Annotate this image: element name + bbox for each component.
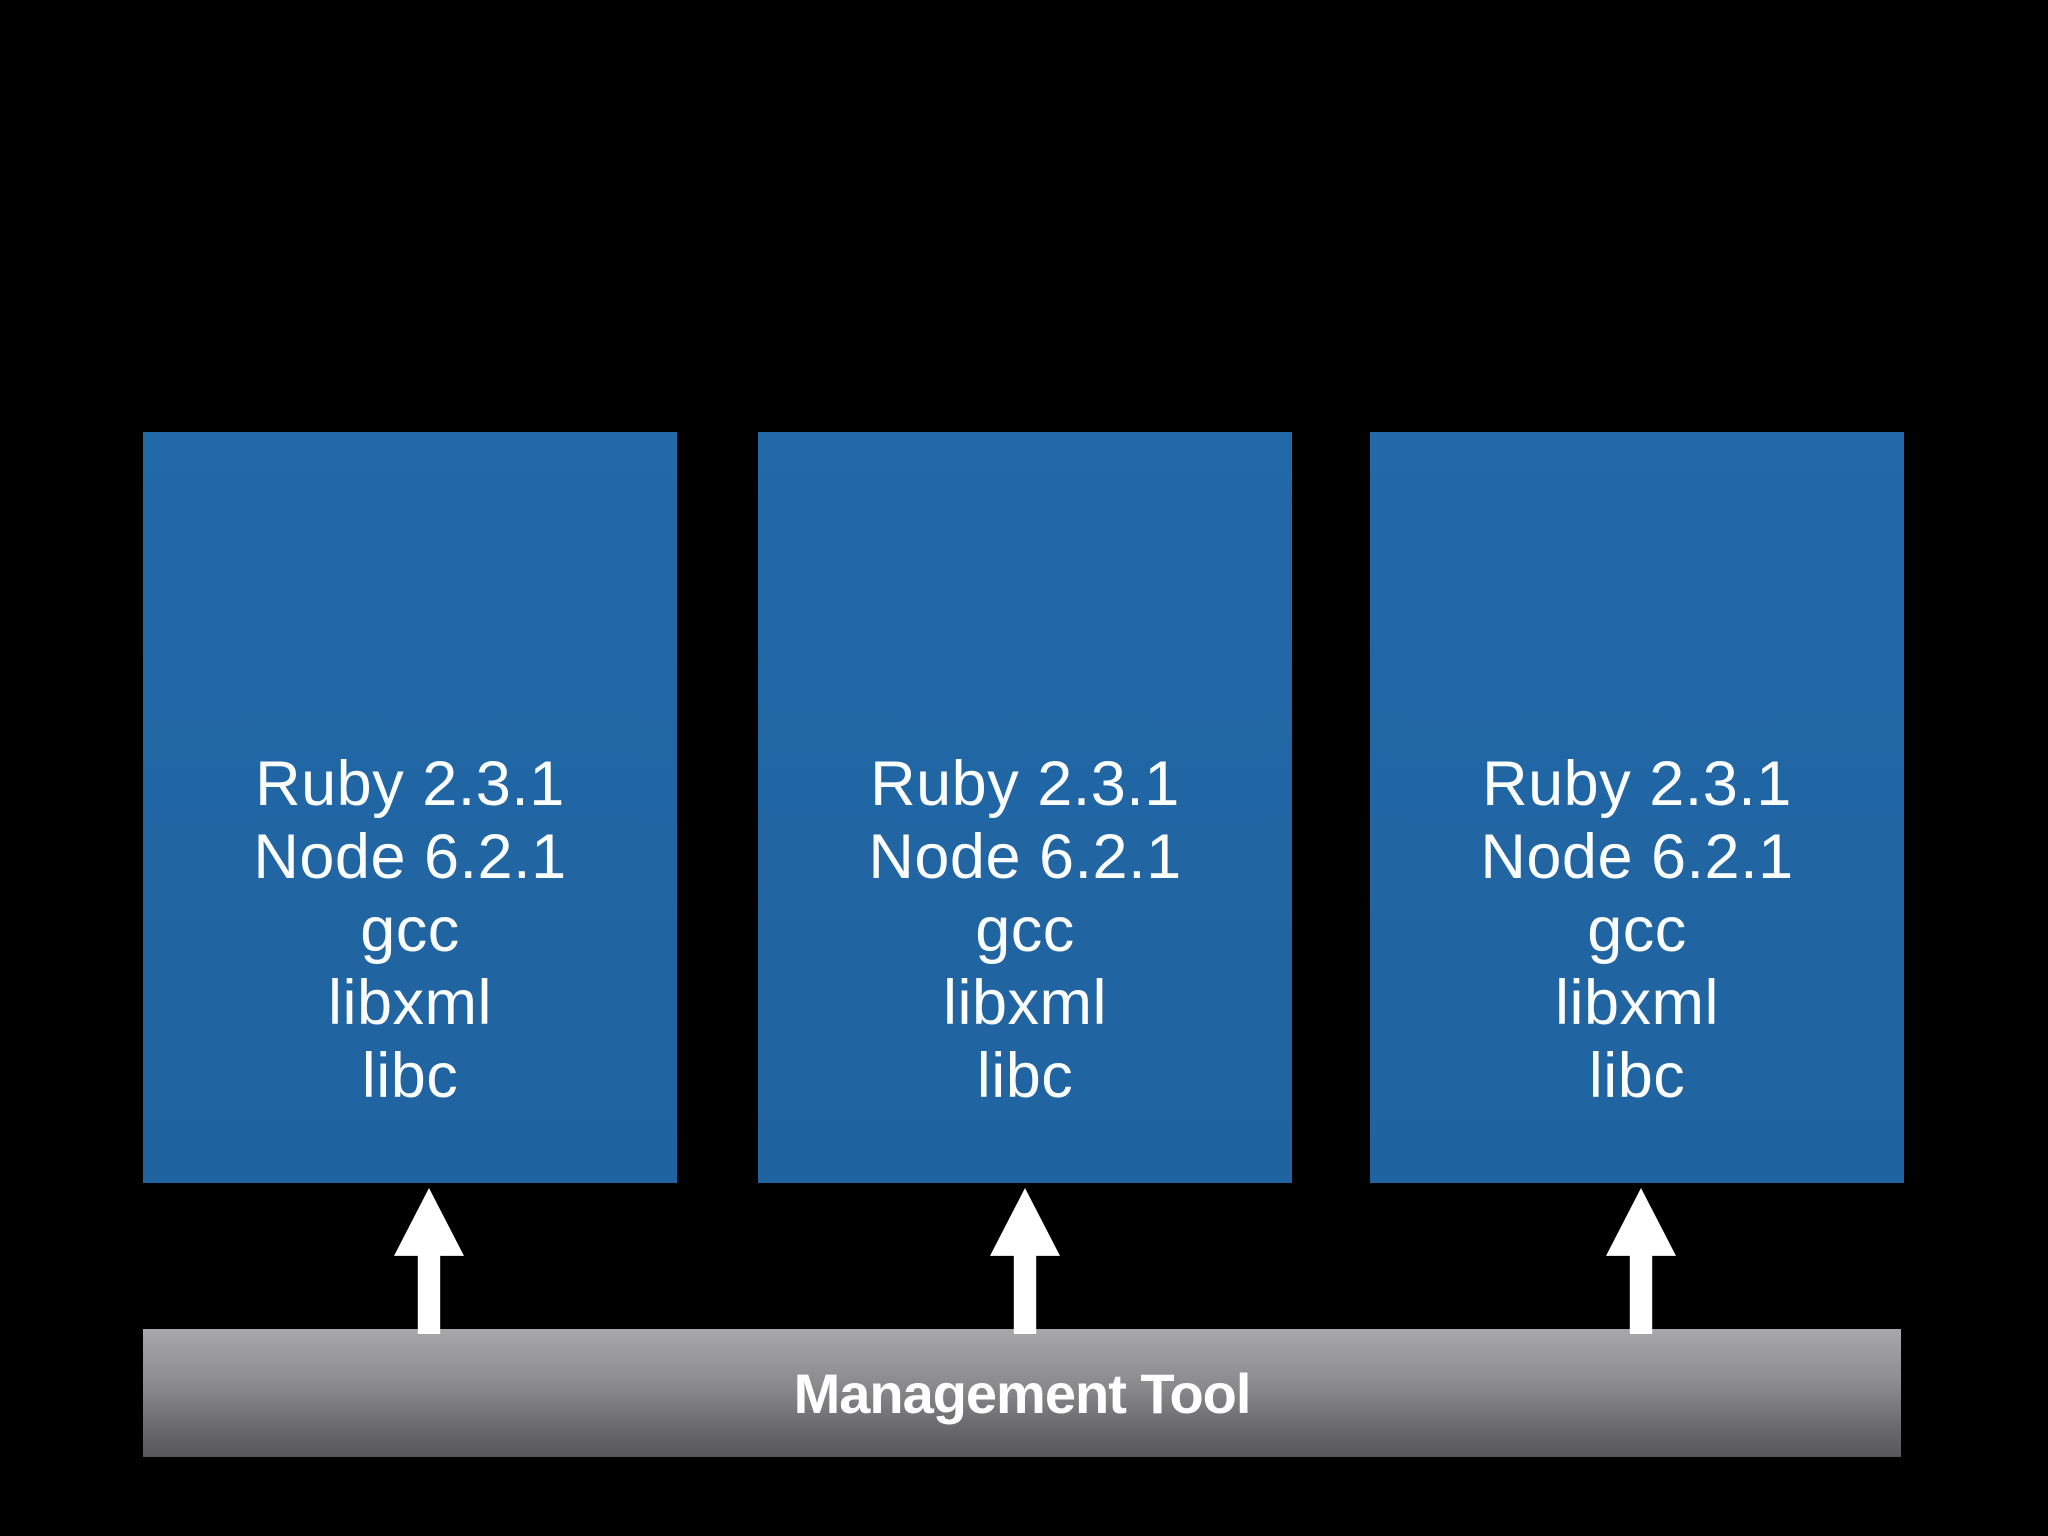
up-arrow-icon	[394, 1188, 464, 1334]
box-line: libc	[361, 1041, 459, 1111]
management-tool-label: Management Tool	[793, 1361, 1252, 1425]
box-line: libc	[1588, 1041, 1686, 1111]
box-line: Node 6.2.1	[253, 822, 567, 892]
environment-box-2: Ruby 2.3.1 Node 6.2.1 gcc libxml libc	[758, 432, 1292, 1183]
box-line: Ruby 2.3.1	[255, 749, 565, 819]
box-line: libxml	[1554, 968, 1719, 1038]
box-line: gcc	[975, 895, 1075, 965]
box-line: libxml	[942, 968, 1107, 1038]
up-arrow-icon	[990, 1188, 1060, 1334]
environment-box-3: Ruby 2.3.1 Node 6.2.1 gcc libxml libc	[1370, 432, 1904, 1183]
box-line: gcc	[1587, 895, 1687, 965]
box-line: Node 6.2.1	[1480, 822, 1794, 892]
box-line: Node 6.2.1	[868, 822, 1182, 892]
box-line: libc	[976, 1041, 1074, 1111]
management-tool-bar: Management Tool	[143, 1329, 1901, 1457]
box-line: libxml	[327, 968, 492, 1038]
environment-box-1: Ruby 2.3.1 Node 6.2.1 gcc libxml libc	[143, 432, 677, 1183]
box-line: Ruby 2.3.1	[870, 749, 1180, 819]
box-line: gcc	[360, 895, 460, 965]
up-arrow-icon	[1606, 1188, 1676, 1334]
box-line: Ruby 2.3.1	[1482, 749, 1792, 819]
